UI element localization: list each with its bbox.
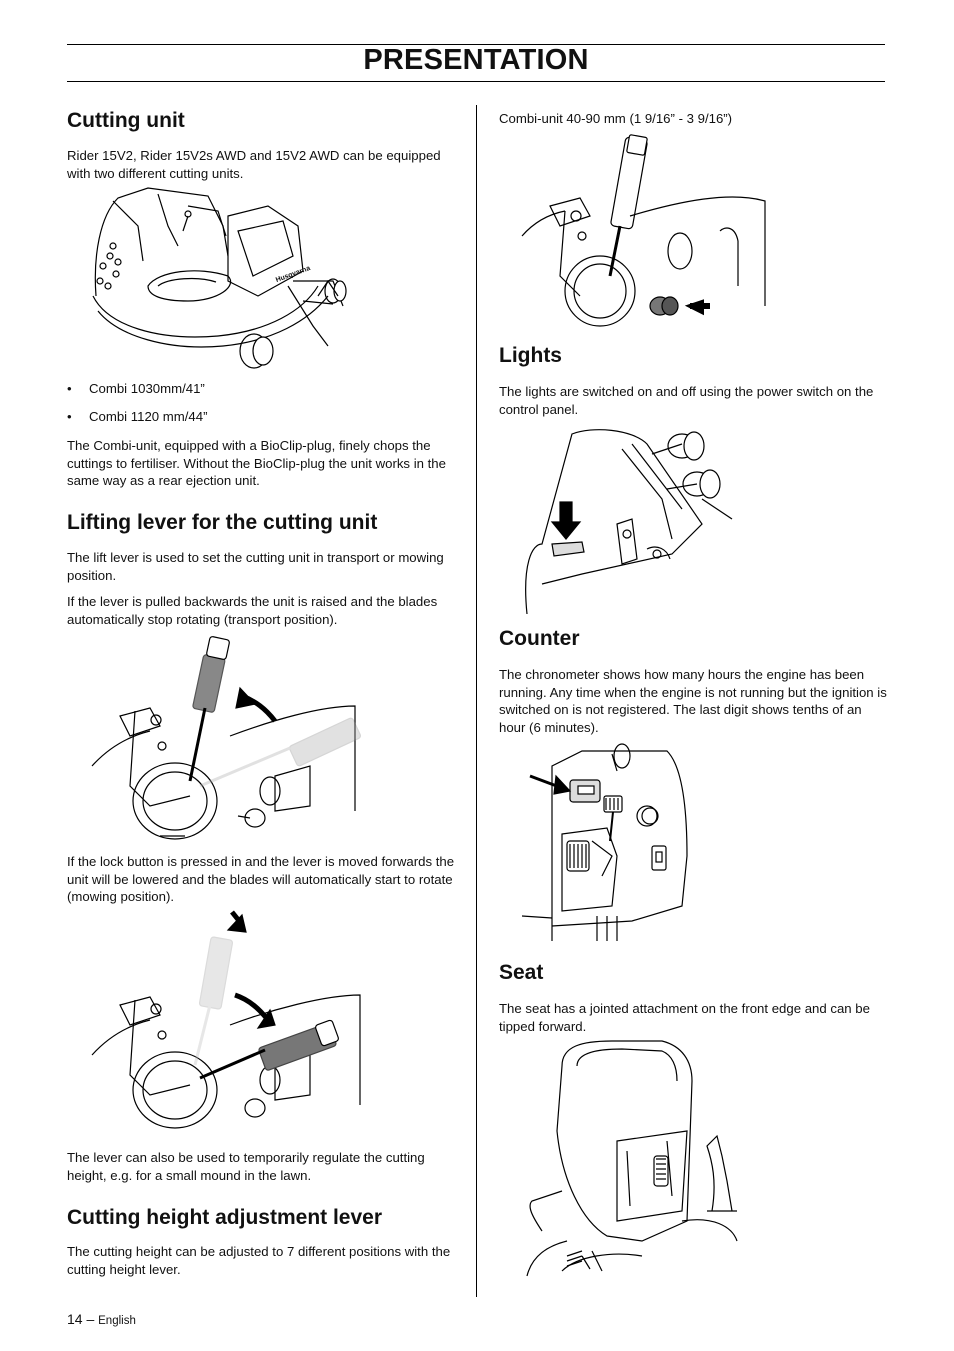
heading-lifting-lever: Lifting lever for the cutting unit bbox=[67, 511, 378, 534]
bullet-text: Combi 1120 mm/44” bbox=[89, 409, 208, 424]
lights-p1: The lights are switched on and off using… bbox=[499, 384, 874, 417]
bullet-item: • Combi 1120 mm/44” bbox=[67, 409, 447, 427]
bullet-item: • Combi 1030mm/41” bbox=[67, 381, 447, 399]
column-divider bbox=[476, 105, 477, 1297]
page-title: PRESENTATION bbox=[363, 44, 589, 76]
cutting-unit-intro: Rider 15V2, Rider 15V2s AWD and 15V2 AWD… bbox=[67, 148, 441, 181]
heading-lights: Lights bbox=[499, 344, 562, 367]
mower-illustration bbox=[92, 187, 347, 369]
bullet-text: Combi 1030mm/41” bbox=[89, 381, 205, 396]
bullet-dot: • bbox=[67, 381, 72, 396]
lifting-lever-p2: If the lever is pulled backwards the uni… bbox=[67, 594, 438, 627]
seat-illustration bbox=[526, 1040, 738, 1277]
counter-p1: The chronometer shows how many hours the… bbox=[499, 667, 887, 735]
lifting-lever-p3: If the lock button is pressed in and the… bbox=[67, 854, 455, 904]
footer-language: English bbox=[98, 1315, 136, 1327]
bullet-dot: • bbox=[67, 409, 72, 424]
heading-cutting-height: Cutting height adjustment lever bbox=[67, 1206, 383, 1229]
lifting-lever-p4: The lever can also be used to temporaril… bbox=[67, 1150, 425, 1183]
lever-lower-illustration bbox=[91, 910, 361, 1129]
lever-raise-illustration bbox=[91, 636, 361, 840]
seat-p1: The seat has a jointed attachment on the… bbox=[499, 1001, 870, 1034]
counter-panel-illustration bbox=[521, 743, 688, 941]
lifting-lever-p1: The lift lever is used to set the cuttin… bbox=[67, 550, 444, 583]
heading-seat: Seat bbox=[499, 961, 544, 984]
page-footer: 14 – English bbox=[67, 1311, 136, 1327]
header-rule-bottom bbox=[67, 81, 885, 82]
combi-lever-illustration bbox=[521, 134, 766, 327]
combi-unit-caption: Combi-unit 40-90 mm (1 9/16” - 3 9/16”) bbox=[499, 111, 733, 126]
page-number: 14 – bbox=[67, 1311, 95, 1327]
cutting-height-p1: The cutting height can be adjusted to 7 … bbox=[67, 1244, 451, 1277]
heading-counter: Counter bbox=[499, 627, 580, 650]
lights-panel-illustration bbox=[525, 429, 733, 615]
heading-cutting-unit: Cutting unit bbox=[67, 109, 185, 132]
header-rule-top bbox=[67, 44, 885, 45]
cutting-unit-description: The Combi-unit, equipped with a BioClip-… bbox=[67, 438, 446, 488]
